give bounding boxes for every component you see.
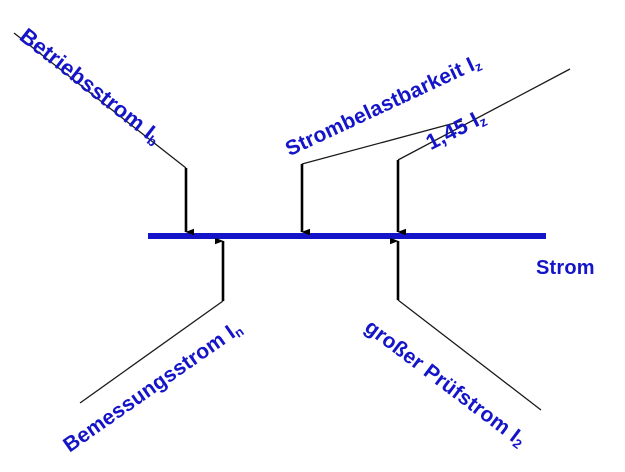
leader-line-strombelastbarkeit <box>301 120 463 165</box>
leader-line-grosser-pruefstrom <box>397 299 542 411</box>
annotation-betriebsstrom <box>13 32 194 236</box>
leader-line-betriebsstrom <box>13 32 187 169</box>
annotation-grosser-pruefstrom <box>390 237 542 411</box>
annotation-faktor-145-iz <box>396 68 571 236</box>
axis-label-strom: Strom <box>536 257 595 279</box>
annotation-strombelastbarkeit <box>300 120 463 236</box>
leader-line-bemessungsstrom <box>79 300 224 404</box>
annotation-bemessungsstrom <box>79 237 225 404</box>
leader-line-faktor-145-iz <box>397 68 571 161</box>
